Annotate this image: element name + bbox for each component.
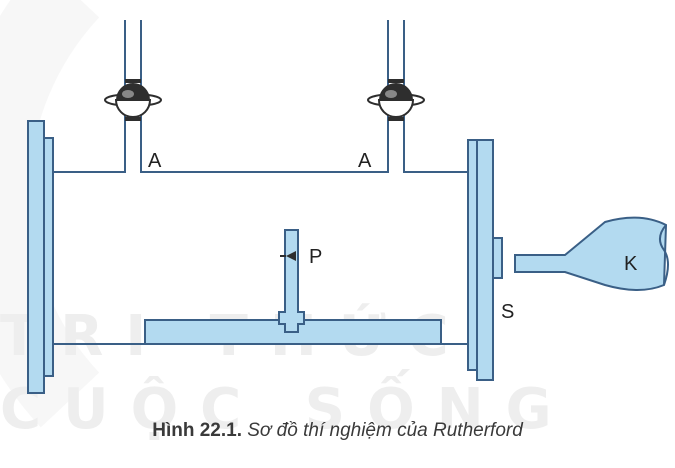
right-flange — [467, 139, 494, 381]
chamber-top-middle — [140, 20, 389, 173]
label-k: K — [624, 253, 638, 275]
chamber-top-right — [403, 20, 468, 173]
watermark-line2: CUỘC SỐNG — [0, 370, 574, 442]
caption-number: Hình 22.1. — [152, 420, 242, 441]
microscope-k — [514, 216, 668, 291]
chamber-top-left — [52, 20, 126, 173]
source-holder-p — [278, 229, 305, 333]
label-s: S — [501, 301, 514, 323]
figure-caption: Hình 22.1. Sơ đồ thí nghiệm của Rutherfo… — [0, 420, 675, 442]
label-a-left: A — [148, 150, 162, 172]
valve-right-icon — [367, 79, 425, 121]
left-flange — [27, 120, 54, 394]
label-p: P — [309, 246, 322, 268]
valve-left-icon — [104, 79, 162, 121]
label-a-right: A — [358, 150, 372, 172]
caption-text: Sơ đồ thí nghiệm của Rutherford — [247, 420, 523, 441]
screen-s — [492, 237, 503, 279]
